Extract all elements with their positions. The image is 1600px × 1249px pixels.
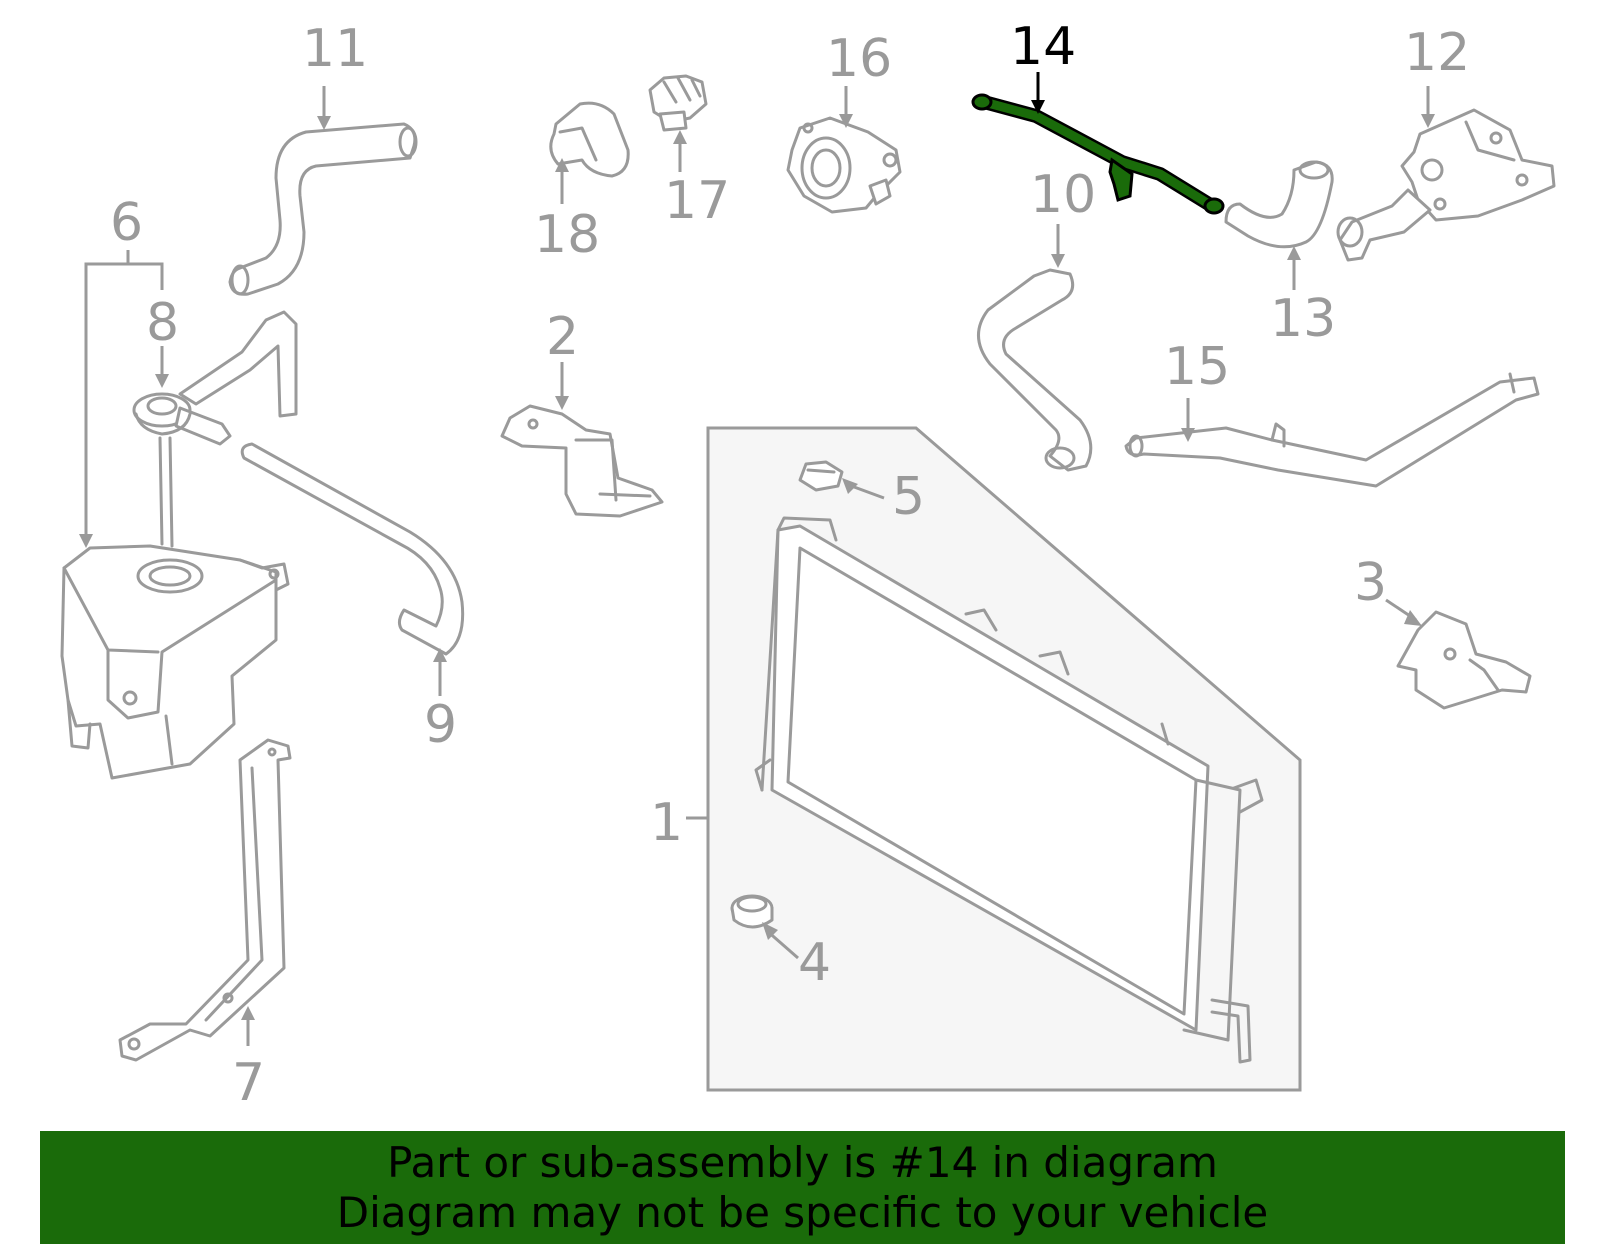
callout-12: 12 bbox=[1404, 23, 1470, 83]
part-16-thermostat-housing[interactable] bbox=[786, 116, 902, 214]
part-13-hose[interactable] bbox=[1224, 160, 1334, 249]
part-2-bracket[interactable] bbox=[500, 404, 664, 518]
part-12-outlet[interactable] bbox=[1336, 108, 1556, 262]
part-14-water-pipe[interactable] bbox=[971, 93, 1225, 215]
callout-5: 5 bbox=[892, 467, 925, 527]
callout-4: 4 bbox=[798, 933, 831, 993]
part-1-radiator[interactable] bbox=[706, 426, 1302, 1092]
part-15-bypass-pipe[interactable] bbox=[1124, 372, 1540, 488]
callout-2: 2 bbox=[546, 307, 579, 367]
part-6-reservoir[interactable] bbox=[60, 544, 290, 780]
part-17-thermostat[interactable] bbox=[648, 74, 708, 132]
callout-11: 11 bbox=[302, 19, 368, 79]
callout-14: 14 bbox=[1010, 17, 1076, 77]
callout-6: 6 bbox=[110, 193, 143, 253]
banner-line-2: Diagram may not be specific to your vehi… bbox=[336, 1187, 1269, 1237]
callout-8: 8 bbox=[146, 293, 179, 353]
callout-18: 18 bbox=[534, 205, 600, 265]
part-11-hose[interactable] bbox=[228, 122, 418, 296]
callout-10: 10 bbox=[1030, 165, 1096, 225]
callout-16: 16 bbox=[826, 29, 892, 89]
callout-9: 9 bbox=[424, 695, 457, 755]
banner-line-1: Part or sub-assembly is #14 in diagram bbox=[387, 1137, 1218, 1187]
part-9-overflow-hose[interactable] bbox=[240, 442, 465, 656]
part-7-bracket[interactable] bbox=[118, 738, 292, 1062]
parts-diagram: 1 2 3 4 5 bbox=[60, 17, 1556, 1113]
callout-17: 17 bbox=[664, 171, 730, 231]
callout-1: 1 bbox=[650, 793, 683, 853]
info-banner: Part or sub-assembly is #14 in diagram D… bbox=[40, 1131, 1565, 1244]
part-8-cap-hose[interactable] bbox=[132, 310, 298, 548]
callout-15: 15 bbox=[1164, 337, 1230, 397]
callout-3: 3 bbox=[1354, 553, 1387, 613]
part-3-bracket[interactable] bbox=[1396, 610, 1532, 710]
part-18-gasket[interactable] bbox=[549, 101, 630, 178]
part-10-hose[interactable] bbox=[977, 268, 1093, 472]
part-5-cap[interactable] bbox=[798, 460, 844, 492]
callout-7: 7 bbox=[232, 1053, 265, 1113]
callout-13: 13 bbox=[1270, 289, 1336, 349]
part-4-grommet[interactable] bbox=[730, 894, 774, 929]
